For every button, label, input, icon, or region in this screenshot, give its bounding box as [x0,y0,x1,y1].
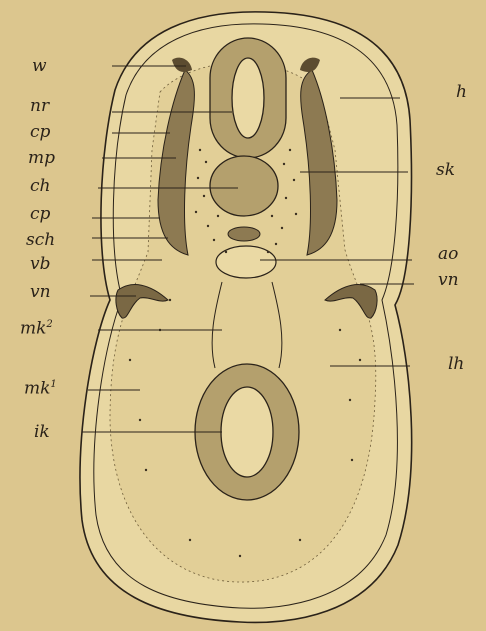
neural-canal [232,58,264,138]
label-h: h [456,84,467,101]
label-ao: ao [438,246,458,263]
intestine-cavity [221,387,273,477]
label-ch: ch [30,178,50,195]
label-sch: sch [26,232,55,249]
label-mk1: mk1 [24,380,57,398]
label-lh: lh [448,356,464,373]
label-cp-lower: cp [30,206,50,223]
aorta [216,246,276,278]
label-mk2-text: mk [20,319,46,339]
chorda [210,156,278,216]
label-vn-left: vn [30,284,51,301]
label-mk1-sup: 1 [50,379,56,390]
label-mk2-sup: 2 [46,319,52,330]
label-mp: mp [28,150,55,167]
label-mk1-text: mk [24,379,50,399]
label-mk2: mk2 [20,320,53,338]
label-ik: ik [34,424,50,441]
label-w: w [32,58,47,75]
label-sk: sk [436,162,455,179]
label-nr: nr [30,98,49,115]
label-vb: vb [30,256,51,273]
label-vn-right: vn [438,272,459,289]
subchordal-rod [228,227,260,241]
label-cp-upper: cp [30,124,50,141]
